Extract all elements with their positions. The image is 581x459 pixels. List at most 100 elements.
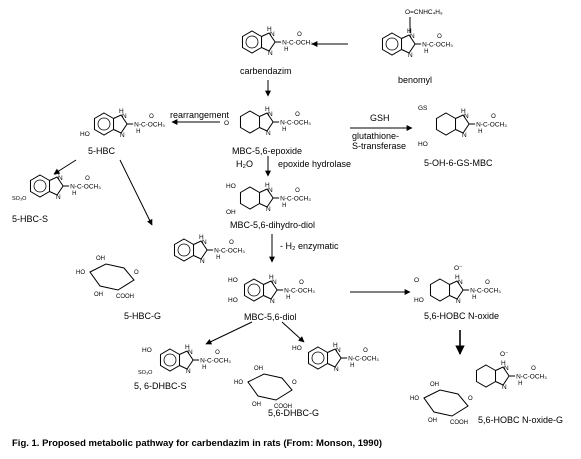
structure-benomyl-carbonyl-o: O bbox=[437, 34, 442, 40]
structure-5-hbc-g-carbonyl-o: O bbox=[229, 240, 234, 246]
structure-hobc-noxide-nh-label: H bbox=[455, 274, 460, 281]
structure-5-6-dhbc-g-glucuronide-ho-1: HO bbox=[234, 380, 243, 386]
structure-5-oh-6-gs-mbc-carbonyl-o: O bbox=[491, 114, 496, 120]
structure-carbendazim-n3-label: N bbox=[268, 50, 273, 57]
structure-diol-n1-label: N bbox=[272, 279, 277, 286]
arrow-5hbc-to-5hbc-s bbox=[53, 159, 77, 175]
epoxide-oxygen: O bbox=[224, 120, 229, 127]
hobc-oxide-o: O⁻ bbox=[454, 265, 463, 272]
gs-mbc-ho: HO bbox=[418, 141, 428, 148]
structure-hobc-noxide-g-n3-label: N bbox=[502, 384, 507, 391]
structure-diol-carbamate: N-C-OCH₃ bbox=[284, 288, 315, 295]
structure-hobc-noxide-carbonyl-o: O bbox=[485, 280, 490, 286]
structure-carbendazim-n1-label: N bbox=[270, 31, 275, 38]
label-epoxide-hydrolase: epoxide hydrolase bbox=[278, 159, 352, 169]
structure-5-6-dhbc-g-nh-label: H bbox=[333, 342, 338, 349]
label-hobc-n-oxide: 5,6-HOBC N-oxide bbox=[424, 311, 500, 321]
structure-5-oh-6-gs-mbc-nh-label: H bbox=[461, 108, 466, 115]
diol-ho-2: HO bbox=[228, 297, 238, 304]
structure-5-6-dhbc-s-carbamate: N-C-OCH₃ bbox=[200, 358, 231, 365]
label-5-hbc: 5-HBC bbox=[88, 146, 116, 156]
label-hobc-n-oxide-g: 5,6-HOBC N-oxide-G bbox=[478, 415, 564, 425]
structure-5-oh-6-gs-mbc-n3-label: N bbox=[462, 132, 467, 139]
structure-hobc-noxide-g-glucuronide-ho-1: HO bbox=[410, 396, 419, 402]
structure-hobc-noxide-g-glucuronide-oh-1: OH bbox=[430, 382, 439, 388]
structure-5-6-dhbc-g-carbamate: N-C-OCH₃ bbox=[348, 356, 379, 363]
label-benomyl: benomyl bbox=[398, 75, 433, 85]
diol-ho-1: HO bbox=[228, 277, 238, 284]
structure-5-oh-6-gs-mbc-amide-h: H bbox=[478, 129, 482, 135]
dhbc-s-ho: HO bbox=[142, 347, 152, 354]
structure-5-6-dhbc-g-glucuronide-oh-1: OH bbox=[254, 366, 263, 372]
structure-5-hbc-g-glucuronide-oh-2: OH bbox=[94, 292, 103, 298]
structure-5-6-dhbc-g-amide-h: H bbox=[350, 363, 354, 369]
structure-5-6-dhbc-g-glucuronide-oh-2: OH bbox=[252, 402, 261, 408]
structure-dihydrodiol-carbamate: N-C-OCH₃ bbox=[280, 196, 311, 203]
structure-hobc-noxide-g-carbamate: N-C-OCH₃ bbox=[516, 374, 547, 381]
label-water: H₂O bbox=[236, 159, 253, 169]
structure-5-hbc-g-glucuronide-cooh: COOH bbox=[116, 294, 134, 300]
dhbc-s-sulfate: SO₃O bbox=[138, 370, 153, 376]
structure-hobc-noxide-g-nh-label: H bbox=[501, 360, 506, 367]
structure-mbc-epoxide-nh-label: H bbox=[265, 106, 270, 113]
structure-5-6-dhbc-g-carbonyl-o: O bbox=[363, 348, 368, 354]
hobc-o: O bbox=[414, 277, 419, 284]
structure-diol-n3-label: N bbox=[270, 298, 275, 305]
hobc-ho: HO bbox=[414, 297, 424, 304]
label-glutathione: glutathione- bbox=[352, 131, 400, 141]
structure-5-hbc-s-carbamate: N-C-OCH₃ bbox=[70, 184, 101, 191]
structure-dihydrodiol-n1-label: N bbox=[268, 187, 273, 194]
structure-5-6-dhbc-s-n1-label: N bbox=[188, 349, 193, 356]
label-rearrangement: rearrangement bbox=[170, 110, 230, 120]
dihydrodiol-ho: HO bbox=[226, 183, 236, 190]
reaction-arrows bbox=[53, 41, 465, 355]
structure-5-oh-6-gs-mbc-carbamate: N-C-OCH₃ bbox=[476, 122, 507, 129]
structure-dihydrodiol-amide-h: H bbox=[282, 203, 286, 209]
structure-mbc-epoxide-carbonyl-o: O bbox=[295, 112, 300, 118]
structure-5-hbc-g-glucuronide-ho-1: HO bbox=[76, 270, 85, 276]
structure-mbc-epoxide-amide-h: H bbox=[282, 127, 286, 133]
structure-5-6-dhbc-s-n3-label: N bbox=[186, 368, 191, 375]
structure-5-hbc-carbonyl-o: O bbox=[149, 114, 154, 120]
structure-5-hbc-g-glucuronide-oh-1: OH bbox=[96, 256, 105, 262]
structure-5-6-dhbc-s-amide-h: H bbox=[202, 365, 206, 371]
structure-mbc-epoxide-carbamate: N-C-OCH₃ bbox=[280, 120, 311, 127]
5-hbc-s-sulfate: SO₃O bbox=[12, 196, 27, 202]
structure-5-6-dhbc-g-n3-label: N bbox=[334, 366, 339, 373]
structure-carbendazim-carbamate: N-C-OCH₃ bbox=[282, 40, 313, 47]
structure-5-6-dhbc-s-nh-label: H bbox=[185, 344, 190, 351]
structure-hobc-noxide-g-glucuronide-cooh: COOH bbox=[450, 420, 468, 426]
structure-5-6-dhbc-g-n1-label: N bbox=[336, 347, 341, 354]
structure-carbendazim-nh-label: H bbox=[267, 26, 272, 33]
arrow-diol-to-dhbc-s bbox=[205, 321, 253, 345]
dihydrodiol-oh: OH bbox=[226, 209, 236, 216]
label-5-6-dhbc-g: 5,6-DHBC-G bbox=[268, 408, 320, 418]
label-5-oh-6-gs-mbc: 5-OH-6-GS-MBC bbox=[424, 158, 493, 168]
structure-5-hbc-amide-h: H bbox=[136, 129, 140, 135]
structure-dihydrodiol-n3-label: N bbox=[266, 206, 271, 213]
structure-5-6-dhbc-s-carbonyl-o: O bbox=[215, 350, 220, 356]
label-s-transferase: S-transferase bbox=[352, 141, 407, 151]
hobc-g-oxide-o: O⁻ bbox=[500, 351, 509, 358]
gs-group: GS bbox=[418, 105, 428, 112]
structure-hobc-noxide-g-glucuronide-oh-2: OH bbox=[428, 418, 437, 424]
structure-mbc-epoxide-n1-label: N bbox=[268, 111, 273, 118]
structure-5-hbc-g-n1-label: N bbox=[202, 239, 207, 246]
structure-5-hbc-nh-label: H bbox=[119, 108, 124, 115]
structure-diol-nh-label: H bbox=[269, 274, 274, 281]
structure-5-hbc-carbamate: N-C-OCH₃ bbox=[134, 122, 165, 129]
structure-benomyl-carbamate: N-C-OCH₃ bbox=[422, 42, 453, 49]
structure-hobc-noxide-g-glucuronide-ring-o: O bbox=[468, 396, 473, 402]
structure-5-hbc-g-carbamate: N-C-OCH₃ bbox=[214, 248, 245, 255]
molecule-structures: HNNN-C-OCH₃OHO=CNHC₄H₉HNNN-C-OCH₃OHHNNN-… bbox=[12, 9, 547, 426]
label-diol: MBC-5,6-diol bbox=[244, 312, 297, 322]
structure-diol-carbonyl-o: O bbox=[299, 280, 304, 286]
